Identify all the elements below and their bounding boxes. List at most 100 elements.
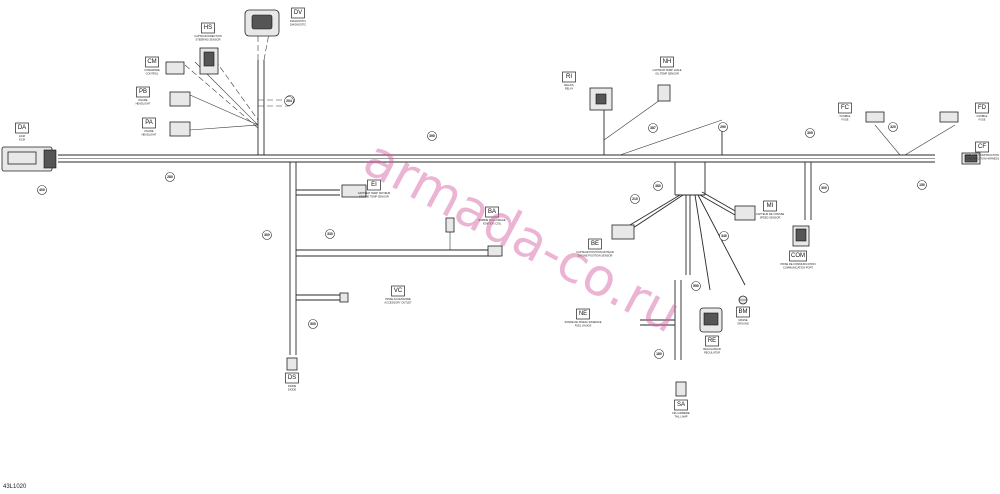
connector-desc-fr: FUSIBLE bbox=[977, 114, 988, 118]
speed-sensor-connector-icon bbox=[734, 205, 756, 221]
connector-code: COM bbox=[791, 253, 805, 259]
connector-desc-en: FUSE bbox=[842, 118, 849, 122]
connector-desc-fr: FEU ARRIERE bbox=[672, 411, 690, 415]
ecm-connector-icon bbox=[1, 146, 57, 172]
diode-connector-icon bbox=[286, 357, 298, 371]
connector-code: PA bbox=[145, 120, 153, 126]
connector-desc-fr: PHARE bbox=[139, 98, 148, 102]
engine-temp-connector-icon bbox=[341, 184, 367, 198]
construction-harness-connector-icon bbox=[961, 152, 981, 165]
wire-length-value: 290 bbox=[720, 125, 726, 129]
wire-length-bubble: 300 bbox=[819, 183, 829, 193]
branch-right bbox=[874, 124, 956, 156]
wire-length-bubble: 340 bbox=[719, 231, 729, 241]
connector-code: BE bbox=[591, 241, 599, 247]
wire-length-value: 340 bbox=[721, 234, 727, 238]
ground-icon bbox=[738, 295, 748, 305]
diagnostic-connector-icon bbox=[244, 9, 280, 37]
connector-code: FD bbox=[978, 105, 987, 111]
wire-length-value: 280 bbox=[167, 175, 173, 179]
wire-length-bubble: 320 bbox=[888, 122, 898, 132]
connector-code: SA bbox=[677, 402, 685, 408]
wire-length-bubble: 550 bbox=[691, 281, 701, 291]
connector-code: FC bbox=[841, 105, 850, 111]
connector-desc-en: STEERING SENSOR bbox=[196, 38, 221, 42]
connector-code: CF bbox=[978, 144, 986, 150]
wire-length-value: 305 bbox=[807, 131, 813, 135]
wire-length-value: 390 bbox=[429, 134, 435, 138]
connector-code: VC bbox=[394, 288, 403, 294]
wire-length-bubble: 305 bbox=[805, 128, 815, 138]
connector-code: DS bbox=[288, 375, 296, 381]
connector-desc-en: ENGINE TEMP SENSOR bbox=[359, 195, 389, 199]
connector-desc-en: DIAGNOSTIC bbox=[290, 23, 306, 27]
watermark: armada-co.ru bbox=[354, 129, 690, 346]
connector-code: DA bbox=[18, 125, 26, 131]
connector-code: PB bbox=[139, 89, 147, 95]
connector-desc-en: REGULATOR bbox=[704, 351, 720, 355]
length-labels: 4002802003903872903303005002043001802103… bbox=[37, 95, 927, 359]
wire-length-value: 300 bbox=[264, 233, 270, 237]
regulator-connector-icon bbox=[699, 307, 723, 333]
connector-desc-en: HEADLIGHT bbox=[136, 102, 151, 106]
connector-desc-en: HEADLIGHT bbox=[142, 133, 157, 137]
wire-length-value: 387 bbox=[650, 126, 656, 130]
accessory-outlet-connector-icon bbox=[339, 292, 349, 303]
connector-desc-fr: MASSE bbox=[738, 318, 747, 322]
relay-connector-icon bbox=[589, 87, 613, 111]
wire-length-value: 330 bbox=[327, 232, 333, 236]
connector-desc-en: FUSE bbox=[979, 118, 986, 122]
connector-desc-fr: FUSIBLE bbox=[840, 114, 851, 118]
connector-desc-en: COMMUNICATION PORT bbox=[783, 266, 814, 270]
connector-desc-fr: SONDE DE NIVEAU ESSENCE bbox=[564, 320, 601, 324]
wire-length-bubble: 290 bbox=[718, 122, 728, 132]
headlight-pb-connector-icon bbox=[169, 91, 191, 107]
fan-out bbox=[629, 191, 746, 360]
wire-length-bubble: 500 bbox=[308, 319, 318, 329]
wire-length-value: 180 bbox=[656, 352, 662, 356]
oil-temp-connector-icon bbox=[657, 84, 671, 102]
wire-length-bubble: 180 bbox=[654, 349, 664, 359]
connector-code: NE bbox=[579, 311, 587, 317]
wire-length-value: 400 bbox=[39, 188, 45, 192]
wire-length-bubble: 330 bbox=[325, 229, 335, 239]
main-trunk bbox=[58, 154, 935, 163]
wire-length-value: 210 bbox=[632, 197, 638, 201]
connector-desc-en: DIODE bbox=[288, 388, 296, 392]
connector-desc-en: IGNITION COIL bbox=[483, 222, 502, 226]
connector-code: EI bbox=[371, 182, 377, 188]
wire-length-value: 300 bbox=[821, 186, 827, 190]
connector-desc-fr: DIODE bbox=[288, 384, 296, 388]
engine-position-connector-icon bbox=[611, 224, 635, 240]
connector-desc-fr: DIAGNOSTIC bbox=[290, 19, 306, 23]
wire-length-value: 320 bbox=[890, 125, 896, 129]
connector-desc-fr: PHARE bbox=[145, 129, 154, 133]
wire-length-bubble: 210 bbox=[630, 194, 640, 204]
connector-code: CM bbox=[147, 59, 156, 65]
fuse-fc-icon bbox=[865, 111, 885, 123]
connector-desc-fr: CAPTEUR DIRECTION bbox=[194, 34, 222, 38]
wire-length-value: 204 bbox=[286, 99, 292, 103]
connector-desc-fr: PRISE ACCESSOIRE bbox=[385, 297, 411, 301]
communication-port-icon bbox=[792, 225, 810, 247]
connector-desc-en: TAIL LAMP bbox=[675, 415, 688, 419]
connector-desc-fr: COMMANDE bbox=[144, 68, 160, 72]
connector-desc-en: ACCESSORY OUTLET bbox=[384, 301, 412, 305]
branch-lower-left bbox=[289, 162, 500, 355]
branch-dv bbox=[257, 27, 290, 155]
connector-desc-fr: CAPTEUR POSITION MOTEUR bbox=[576, 250, 614, 254]
